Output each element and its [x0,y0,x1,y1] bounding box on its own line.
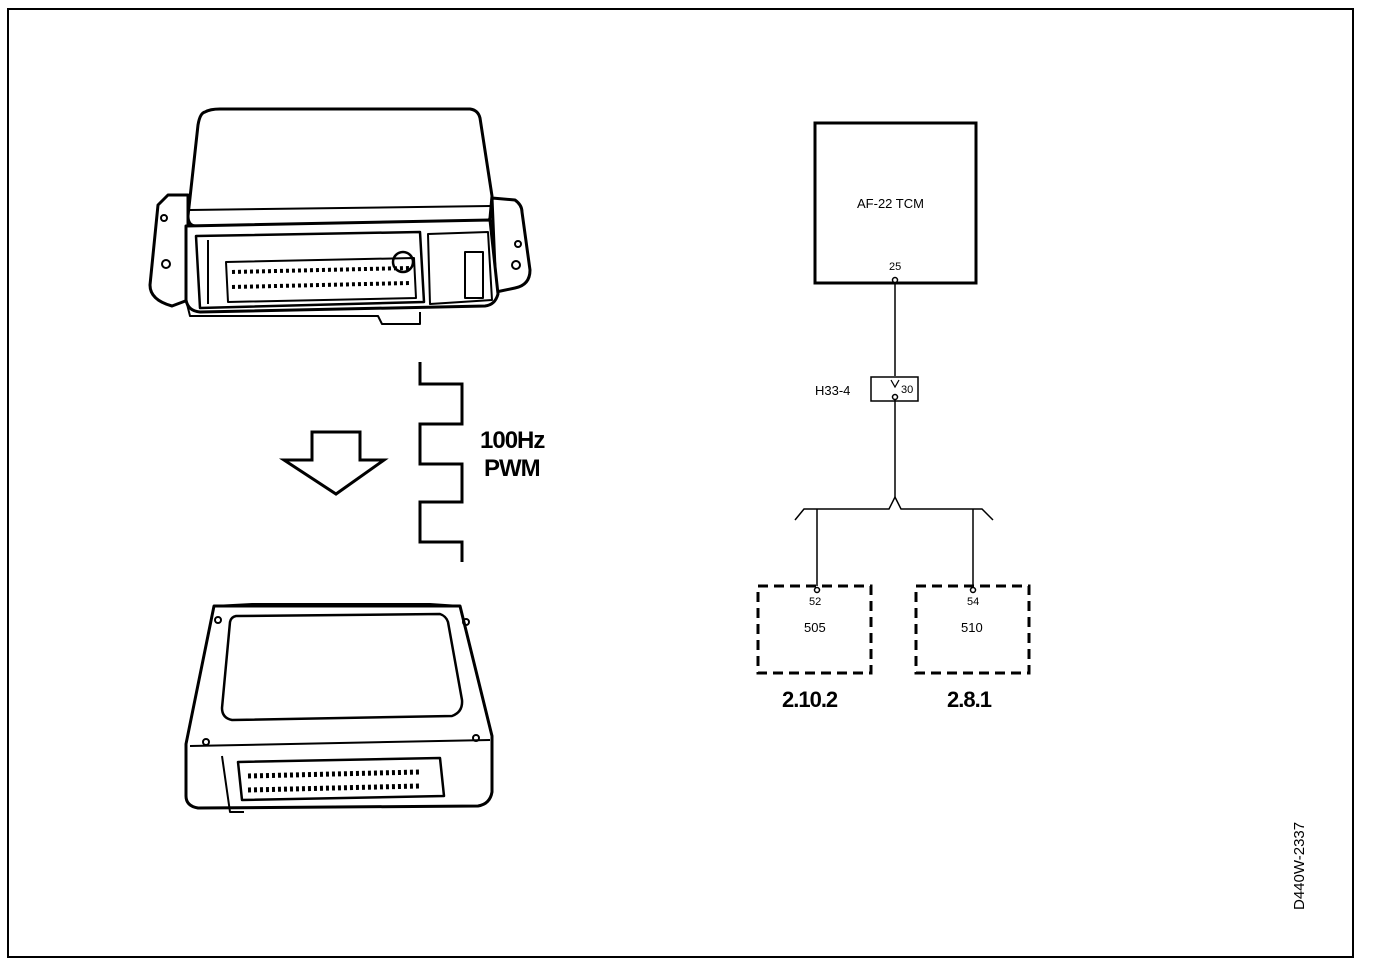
pwm-square-wave [418,362,464,562]
module-505-pin-terminal [813,586,821,594]
down-arrow [278,430,389,496]
document-id: D440W-2337 [1291,822,1308,910]
module-510-label: 510 [961,620,983,635]
module-510-box [914,584,1031,675]
connector-pin-terminal [891,393,899,401]
pwm-type-label: PWM [484,455,540,482]
connector-pin-symbol [890,379,900,389]
ecu-module-top-illustration [148,107,532,325]
tcm-pin-label: 25 [889,261,901,273]
module-510-reference: 2.8.1 [947,687,992,712]
tcm-pin-terminal [891,276,899,284]
module-505-pin-label: 52 [809,596,821,608]
page-border [7,8,1354,958]
module-505-reference: 2.10.2 [782,687,838,712]
module-510-pin-terminal [969,586,977,594]
splice-bracket [794,495,994,521]
connector-label: H33-4 [815,383,850,398]
connector-pin-label: 30 [901,384,913,396]
ecu-module-bottom-illustration [184,603,494,813]
module-505-box [756,584,873,675]
module-510-pin-label: 54 [967,596,979,608]
module-505-label: 505 [804,620,826,635]
pwm-frequency-label: 100Hz [480,427,545,454]
tcm-label: AF-22 TCM [857,196,924,211]
